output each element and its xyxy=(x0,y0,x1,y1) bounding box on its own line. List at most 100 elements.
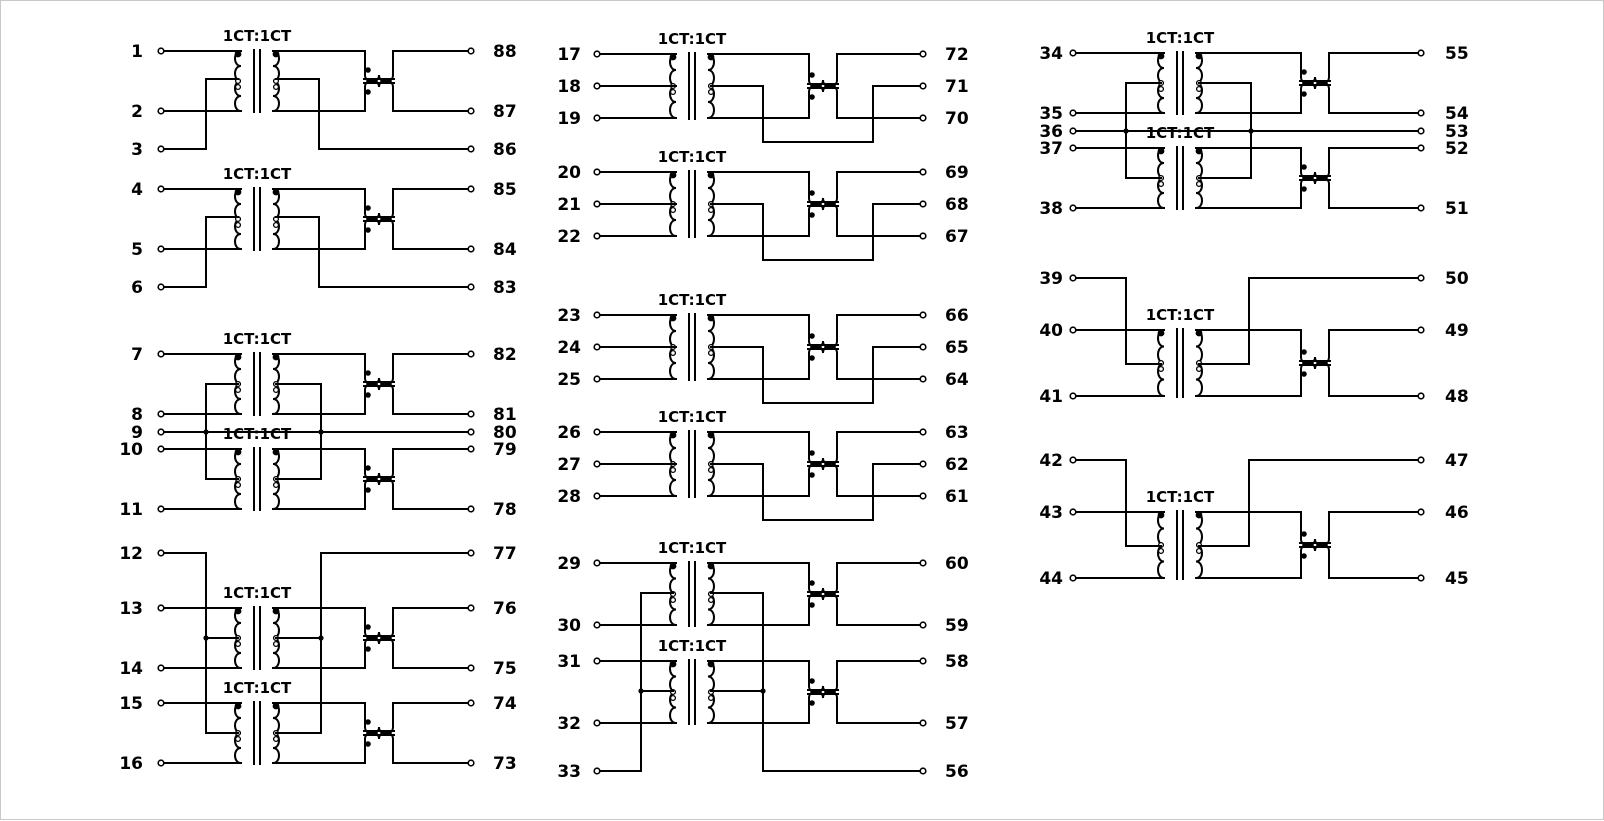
polarity-dot xyxy=(809,190,815,196)
pin-terminal xyxy=(593,719,601,727)
center-tap xyxy=(707,88,715,96)
pin-terminal xyxy=(919,168,927,176)
pin-terminal xyxy=(593,657,601,665)
polarity-dot xyxy=(809,333,815,339)
junction-dot xyxy=(203,429,209,435)
ratio-label: 1CT:1CT xyxy=(223,679,292,697)
center-tap xyxy=(707,466,715,474)
pin-terminal xyxy=(1417,204,1425,212)
pin-label: 86 xyxy=(493,140,517,160)
pin-label: 66 xyxy=(945,306,969,326)
center-tap xyxy=(234,221,242,229)
pin-terminal xyxy=(1417,49,1425,57)
junction-dot xyxy=(318,429,324,435)
junction-dot xyxy=(760,688,766,694)
pin-terminal xyxy=(467,759,475,767)
polarity-dot xyxy=(365,719,371,725)
wire xyxy=(275,78,472,150)
pin-label: 21 xyxy=(557,195,581,215)
pin-terminal xyxy=(593,428,601,436)
polarity-dot xyxy=(1301,531,1307,537)
pin-terminal xyxy=(157,759,165,767)
center-tap xyxy=(1157,547,1165,555)
pin-terminal xyxy=(157,505,165,513)
pin-terminal xyxy=(1417,508,1425,516)
choke-winding xyxy=(364,79,394,88)
pin-label: 22 xyxy=(557,227,581,247)
center-tap xyxy=(707,206,715,214)
pin-terminal xyxy=(593,767,601,775)
pin-label: 60 xyxy=(945,554,969,574)
pin-label: 30 xyxy=(557,616,581,636)
pin-label: 16 xyxy=(119,754,143,774)
center-tap xyxy=(1195,547,1203,555)
pin-terminal xyxy=(157,428,165,436)
pin-terminal xyxy=(467,350,475,358)
ratio-label: 1CT:1CT xyxy=(658,148,727,166)
center-tap xyxy=(272,221,280,229)
choke-winding xyxy=(1300,81,1330,90)
center-tap xyxy=(272,735,280,743)
choke-winding xyxy=(1300,543,1330,552)
polarity-dot xyxy=(1301,91,1307,97)
polarity-dot xyxy=(1301,69,1307,75)
pin-label: 74 xyxy=(493,694,517,714)
pin-label: 24 xyxy=(557,338,581,358)
center-tap xyxy=(234,83,242,91)
pin-label: 14 xyxy=(119,659,143,679)
polarity-dot xyxy=(809,355,815,361)
polarity-dot xyxy=(707,314,715,322)
polarity-dot xyxy=(669,53,677,61)
pin-terminal xyxy=(1069,109,1077,117)
pin-label: 56 xyxy=(945,762,969,782)
polarity-dot xyxy=(809,700,815,706)
pin-terminal xyxy=(467,107,475,115)
pin-terminal xyxy=(157,410,165,418)
pin-label: 7 xyxy=(131,345,143,365)
pin-label: 52 xyxy=(1445,139,1469,159)
junction-dot xyxy=(1248,128,1254,134)
polarity-dot xyxy=(1157,329,1165,337)
wire xyxy=(1198,459,1422,547)
pin-label: 55 xyxy=(1445,44,1469,64)
polarity-dot xyxy=(1301,186,1307,192)
polarity-dot xyxy=(809,678,815,684)
choke-winding xyxy=(1300,361,1330,370)
pin-label: 6 xyxy=(131,278,143,298)
center-tap xyxy=(669,466,677,474)
center-tap xyxy=(669,88,677,96)
polarity-dot xyxy=(365,741,371,747)
polarity-dot xyxy=(707,431,715,439)
center-tap xyxy=(707,694,715,702)
choke-winding xyxy=(1300,176,1330,185)
pin-terminal xyxy=(593,559,601,567)
pin-terminal xyxy=(467,445,475,453)
pin-label: 49 xyxy=(1445,321,1469,341)
wire xyxy=(1198,277,1422,365)
pin-terminal xyxy=(467,185,475,193)
ratio-label: 1CT:1CT xyxy=(1146,124,1215,142)
pin-label: 37 xyxy=(1039,139,1063,159)
polarity-dot xyxy=(234,188,242,196)
polarity-dot xyxy=(669,171,677,179)
wire xyxy=(275,216,472,288)
pin-label: 19 xyxy=(557,109,581,129)
polarity-dot xyxy=(365,465,371,471)
pin-terminal xyxy=(1069,392,1077,400)
pin-terminal xyxy=(157,185,165,193)
pin-label: 50 xyxy=(1445,269,1469,289)
pin-label: 61 xyxy=(945,487,969,507)
polarity-dot xyxy=(365,89,371,95)
pin-terminal xyxy=(919,50,927,58)
polarity-dot xyxy=(365,370,371,376)
pin-label: 39 xyxy=(1039,269,1063,289)
center-tap xyxy=(1157,365,1165,373)
pin-label: 58 xyxy=(945,652,969,672)
wire xyxy=(596,592,674,772)
pin-terminal xyxy=(919,232,927,240)
center-tap xyxy=(1195,180,1203,188)
pin-label: 80 xyxy=(493,423,517,443)
